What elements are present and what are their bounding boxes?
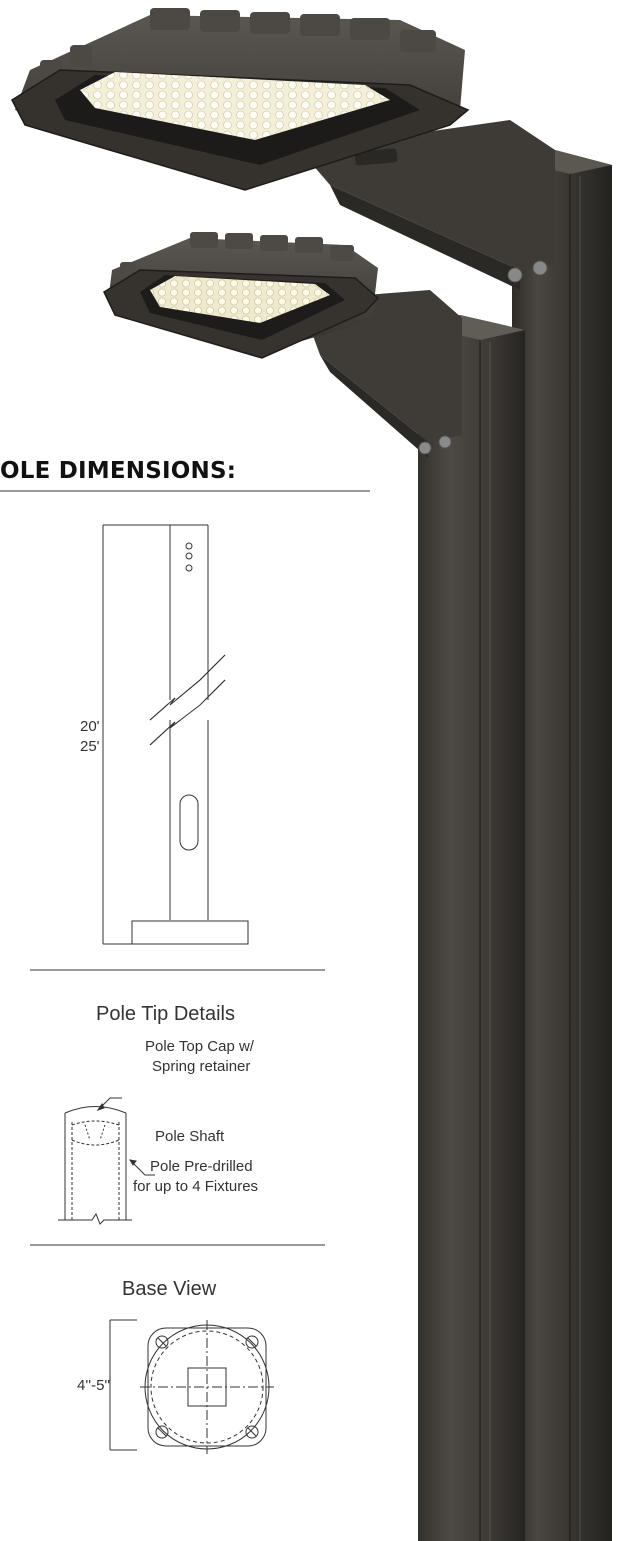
short-pole bbox=[418, 315, 525, 1541]
section-heading: OLE DIMENSIONS: bbox=[0, 458, 237, 484]
pole-height-20: 20' bbox=[80, 718, 100, 735]
pole-tip-drawing bbox=[58, 1097, 155, 1225]
tip-cap-label-1: Pole Top Cap w/ bbox=[145, 1038, 254, 1055]
tall-pole bbox=[512, 150, 612, 1541]
pole-dimension-drawing bbox=[102, 524, 249, 945]
base-view-drawing bbox=[109, 1319, 274, 1454]
tip-predrilled-2: for up to 4 Fixtures bbox=[133, 1178, 259, 1195]
tip-details-title: Pole Tip Details bbox=[96, 1003, 235, 1025]
upper-fixture bbox=[11, 8, 555, 290]
tip-predrilled-1: Pole Pre-drilled bbox=[150, 1158, 253, 1175]
tip-shaft-label: Pole Shaft bbox=[155, 1128, 225, 1145]
base-view-title: Base View bbox=[122, 1278, 217, 1300]
lower-fixture bbox=[103, 232, 462, 458]
pole-height-25: 25' bbox=[80, 738, 100, 755]
pole-height-labels: 20' 25' bbox=[80, 717, 100, 757]
tip-cap-label-2: Spring retainer bbox=[152, 1058, 251, 1075]
base-size-label: 4''-5'' bbox=[77, 1377, 111, 1394]
